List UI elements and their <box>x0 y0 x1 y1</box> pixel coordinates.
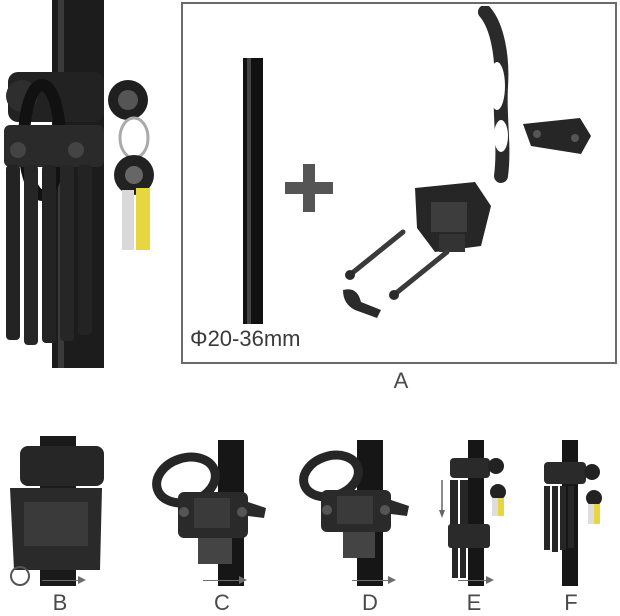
panel-b-illustration <box>0 436 112 586</box>
panel-a-frame <box>181 2 617 364</box>
panel-e-illustration <box>438 440 516 586</box>
panel-label-a: A <box>393 368 409 393</box>
panel-f-illustration <box>536 440 616 586</box>
panel-label-f: F <box>564 590 578 615</box>
panel-label-b: B <box>52 590 68 615</box>
direction-arrow-e <box>458 576 494 584</box>
direction-arrow-b <box>42 576 86 584</box>
direction-arrow-d <box>352 576 396 584</box>
panel-label-d: D <box>362 590 378 615</box>
diameter-dimension: Φ20-36mm <box>190 326 300 352</box>
panel-d-illustration <box>297 440 415 586</box>
diameter-symbol: Φ <box>190 326 208 351</box>
main-product-image <box>0 0 180 370</box>
panel-label-e: E <box>466 590 482 615</box>
panel-a-illustration <box>185 6 613 360</box>
direction-arrow-c <box>203 576 247 584</box>
diameter-value: 20-36mm <box>207 326 301 351</box>
panel-label-c: C <box>214 590 230 615</box>
panel-c-illustration <box>148 440 270 586</box>
